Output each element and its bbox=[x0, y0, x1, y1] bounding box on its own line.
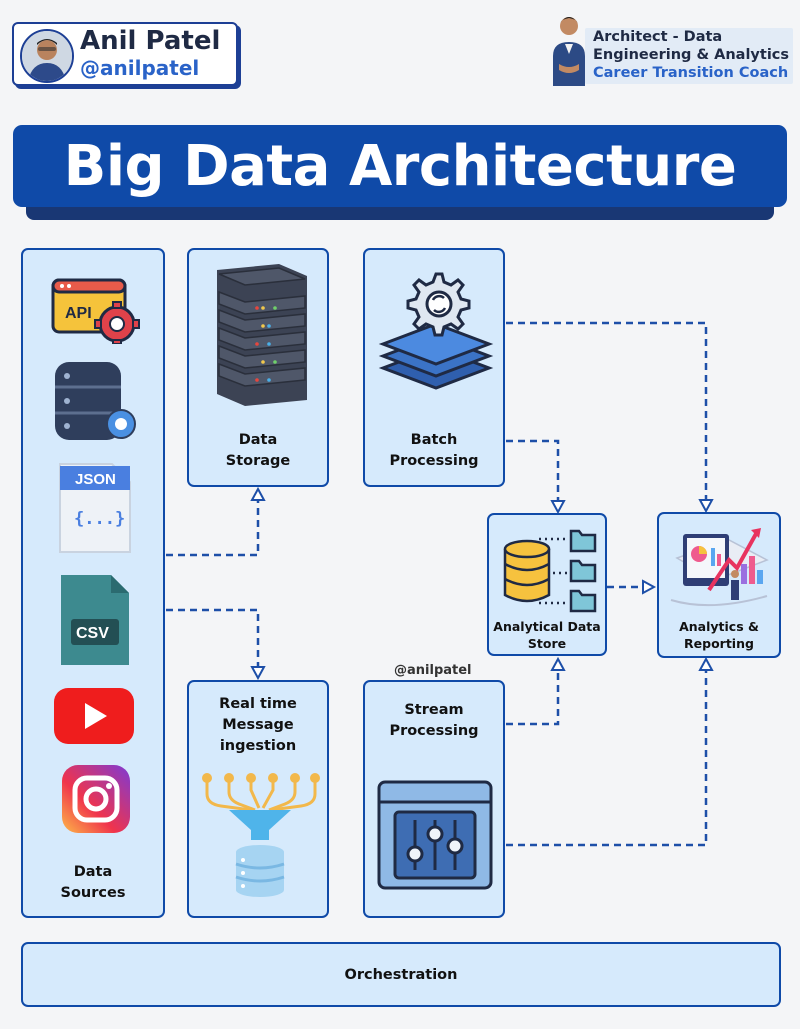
youtube-icon bbox=[54, 688, 134, 744]
api-icon: API bbox=[51, 278, 140, 344]
database-icon bbox=[55, 362, 136, 440]
realtime-ingestion-label: Real time Message ingestion bbox=[219, 696, 297, 754]
edge-stream-to-store bbox=[506, 667, 560, 726]
orchestration-label: Orchestration bbox=[344, 967, 458, 983]
api-label: API bbox=[65, 305, 92, 322]
json-label: JSON bbox=[75, 471, 116, 488]
analytics-reporting-label: Analytics & Reporting bbox=[679, 619, 759, 651]
arrowhead-reporting-top bbox=[698, 499, 714, 514]
stream-processing-label: Stream Processing bbox=[389, 702, 479, 739]
author-card: Anil Patel @anilpatel bbox=[12, 22, 238, 86]
author-handle: @anilpatel bbox=[80, 56, 200, 80]
ingestion-funnel-icon bbox=[202, 773, 320, 897]
arrowhead-store-bottom bbox=[550, 656, 566, 671]
node-orchestration: Orchestration bbox=[21, 942, 781, 1007]
analytical-store-label: Analytical Data Store bbox=[493, 619, 601, 651]
arrowhead-reporting-left bbox=[642, 579, 657, 595]
title-banner: Big Data Architecture bbox=[13, 125, 787, 207]
node-realtime-ingestion: Real time Message ingestion bbox=[187, 680, 329, 918]
analytics-dashboard-icon bbox=[670, 528, 769, 607]
json-body-glyph: {...} bbox=[74, 509, 125, 529]
json-file-icon: JSON {...} bbox=[59, 463, 131, 553]
coach-figure-icon bbox=[545, 14, 593, 86]
arrowhead-storage bbox=[250, 486, 266, 501]
edge-sources-to-storage bbox=[166, 497, 260, 557]
csv-file-icon: CSV bbox=[61, 575, 129, 665]
edge-stream-to-reporting bbox=[506, 668, 708, 847]
instagram-icon bbox=[62, 765, 130, 833]
coach-title-line3: Career Transition Coach bbox=[593, 65, 789, 81]
edge-batch-to-reporting bbox=[506, 321, 708, 502]
node-analytics-reporting: Analytics & Reporting bbox=[657, 512, 781, 658]
stream-mixer-icon bbox=[377, 780, 493, 890]
coach-badge: Architect - Data Engineering & Analytics… bbox=[585, 28, 793, 84]
page-title: Big Data Architecture bbox=[63, 133, 737, 199]
watermark-handle: @anilpatel bbox=[394, 663, 472, 678]
node-stream-processing: Stream Processing bbox=[363, 680, 505, 918]
coach-title-line1: Architect - Data bbox=[593, 29, 723, 45]
batch-gear-stack-icon bbox=[378, 272, 494, 390]
arrowhead-reporting-bottom bbox=[698, 656, 714, 671]
edge-sources-to-ingestion bbox=[166, 608, 260, 668]
server-rack-icon bbox=[217, 264, 307, 406]
node-batch-processing: Batch Processing bbox=[363, 248, 505, 487]
csv-label: CSV bbox=[76, 625, 109, 642]
node-data-storage: Data Storage bbox=[187, 248, 329, 487]
batch-processing-label: Batch Processing bbox=[389, 432, 479, 469]
arrowhead-store-top bbox=[550, 500, 566, 515]
author-name: Anil Patel bbox=[80, 26, 221, 56]
coach-title-line2: Engineering & Analytics bbox=[593, 47, 790, 63]
data-storage-label: Data Storage bbox=[225, 432, 291, 469]
node-data-sources: API JSON {...} CSV bbox=[21, 248, 165, 918]
analytical-store-icon bbox=[503, 529, 597, 613]
arrowhead-ingestion bbox=[250, 666, 266, 681]
author-avatar bbox=[20, 29, 74, 83]
node-analytical-data-store: Analytical Data Store bbox=[487, 513, 607, 656]
data-sources-label: Data Sources bbox=[60, 864, 126, 901]
edge-batch-to-store bbox=[506, 439, 560, 503]
